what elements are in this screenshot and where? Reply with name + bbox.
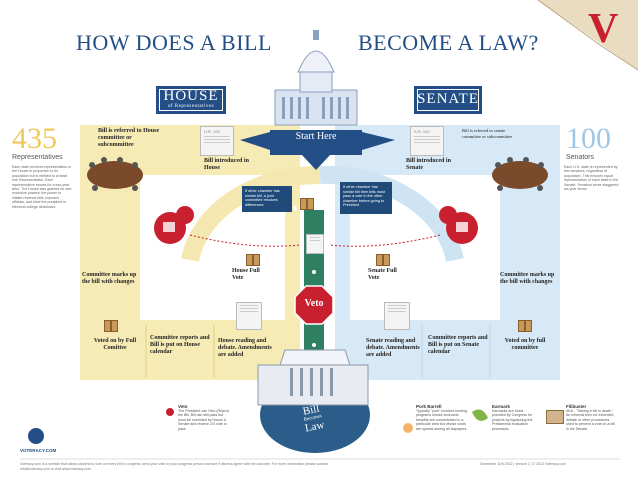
senate-name: SENATE: [417, 91, 479, 107]
footer-disclaimer: Voteracy.com is a website that allows ci…: [20, 462, 328, 471]
house-step-introduced: Bill introduced in House: [204, 158, 249, 171]
senate-bill-number: S.R. 100: [414, 129, 430, 134]
senate-note-box: If other chamber has similar bill then b…: [340, 182, 392, 214]
legend-earmark: Earmark Earmarks are funds provided by C…: [492, 404, 536, 431]
house-count-label: Representatives: [12, 154, 63, 161]
senate-step-referred: Bill is referred to senate committee or …: [462, 128, 513, 139]
senate-step-reading: Senate reading and debate. Amendments ar…: [366, 338, 420, 358]
house-subtitle: of Representatives: [167, 104, 215, 109]
senate-vote-icon: [518, 320, 532, 332]
house-full-vote-icon: [246, 254, 260, 266]
footer-version: December 11th 2012 | Version 1 | © 2012 …: [480, 462, 566, 466]
title-left: HOW DOES A BILL: [76, 30, 272, 55]
legend-filibuster-text: AKA - "Talking a bill to death." An info…: [566, 409, 615, 431]
house-vote-icon: [104, 320, 118, 332]
house-bill-number: H.R. 100: [204, 129, 220, 134]
senate-count: 100: [566, 122, 611, 155]
senate-bill-document: S.R. 100: [410, 126, 444, 156]
legend-veto: Veto The President can Veto (Reject) the…: [178, 404, 230, 431]
house-note-box: If other chamber has similar bill, a joi…: [242, 186, 292, 212]
house-step-markup: Committee marks up the bill with changes: [82, 272, 137, 285]
house-description: Each state receives representation in th…: [12, 165, 72, 209]
center-package-icon: [300, 198, 314, 210]
senate-step-vote: Voted on by full committee: [504, 338, 546, 351]
house-count: 435: [12, 122, 57, 155]
senate-step-introduced: Bill introduced in Senate: [406, 158, 451, 171]
voteracy-badge-icon: [28, 428, 44, 444]
house-debate-papers: [236, 302, 262, 330]
house-label: HOUSE of Representatives: [156, 86, 226, 114]
legend-pork-title: Pork Barrell: [416, 404, 442, 409]
brand-name: VOTERACY.COM: [20, 448, 57, 453]
house-step-reading: House reading and debate. Amendments are…: [218, 338, 272, 358]
center-bill-document: [306, 234, 324, 254]
title-right: BECOME A LAW?: [358, 30, 539, 55]
house-step-full-vote: House Full Vote: [232, 268, 260, 281]
house-step-referred: Bill is referred to House committee or s…: [98, 128, 160, 148]
legend-pork: Pork Barrell Typically "pork" involves f…: [416, 404, 470, 431]
senate-debate-papers: [384, 302, 410, 330]
legend-filibuster: Filibuster AKA - "Talking a bill to deat…: [566, 404, 618, 431]
house-bill-document: H.R. 100: [200, 126, 234, 156]
senate-description: Each U.S. state is represented by two se…: [564, 165, 619, 192]
voteracy-logo-icon: V: [588, 6, 619, 52]
house-name: HOUSE: [163, 88, 219, 104]
legend-filibuster-title: Filibuster: [566, 404, 587, 409]
veto-sign: Veto: [304, 298, 324, 309]
senate-step-reports: Committee reports and Bill is put on Sen…: [428, 335, 488, 355]
house-step-reports: Committee reports and Bill is put on Hou…: [150, 335, 210, 355]
senate-label: SENATE: [414, 86, 482, 114]
legend-veto-title: Veto: [178, 404, 188, 409]
senate-full-vote-icon: [376, 254, 390, 266]
legend-earmark-text: Earmarks are funds provided by Congress …: [492, 409, 533, 431]
legend-veto-text: The President can Veto (Reject) the Bill…: [178, 409, 229, 431]
legend-pork-text: Typically "pork" involves funding progra…: [416, 409, 468, 431]
house-step-vote: Voted on by Full Comittee: [93, 338, 137, 351]
senate-step-full-vote: Senate Full Vote: [368, 268, 397, 281]
senate-step-markup: Committee marks up the bill with changes: [500, 272, 555, 285]
filibuster-scroll-icon: [546, 410, 564, 424]
start-here-label: Start Here: [295, 131, 337, 142]
senate-count-label: Senators: [566, 154, 595, 161]
legend-earmark-title: Earmark: [492, 404, 511, 409]
